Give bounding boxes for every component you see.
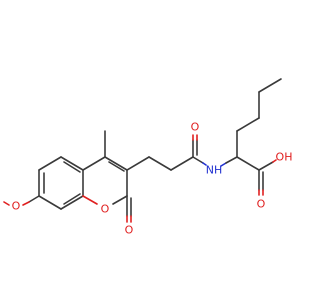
ring-oxygen-label: O xyxy=(101,203,110,216)
benzene-ring xyxy=(38,156,84,210)
lactone-carbonyl xyxy=(126,195,132,223)
lactone-oxygen-label: O xyxy=(125,224,134,237)
propanoyl-chain xyxy=(126,134,207,171)
norleucine-chain xyxy=(220,78,282,196)
amide-oxygen-label: O xyxy=(191,121,200,134)
acid-oxygen-label: O xyxy=(257,198,266,211)
pyrone-ring xyxy=(82,156,128,205)
structure-svg: O O O O NH OH O xyxy=(3,78,293,237)
methoxy-oxygen-label: O xyxy=(12,200,21,213)
methoxy-group xyxy=(3,195,40,206)
amide-nitrogen-label: NH xyxy=(206,164,223,177)
acid-hydroxyl-label: OH xyxy=(276,151,293,164)
molecule-diagram: O O O O NH OH O xyxy=(3,78,293,237)
